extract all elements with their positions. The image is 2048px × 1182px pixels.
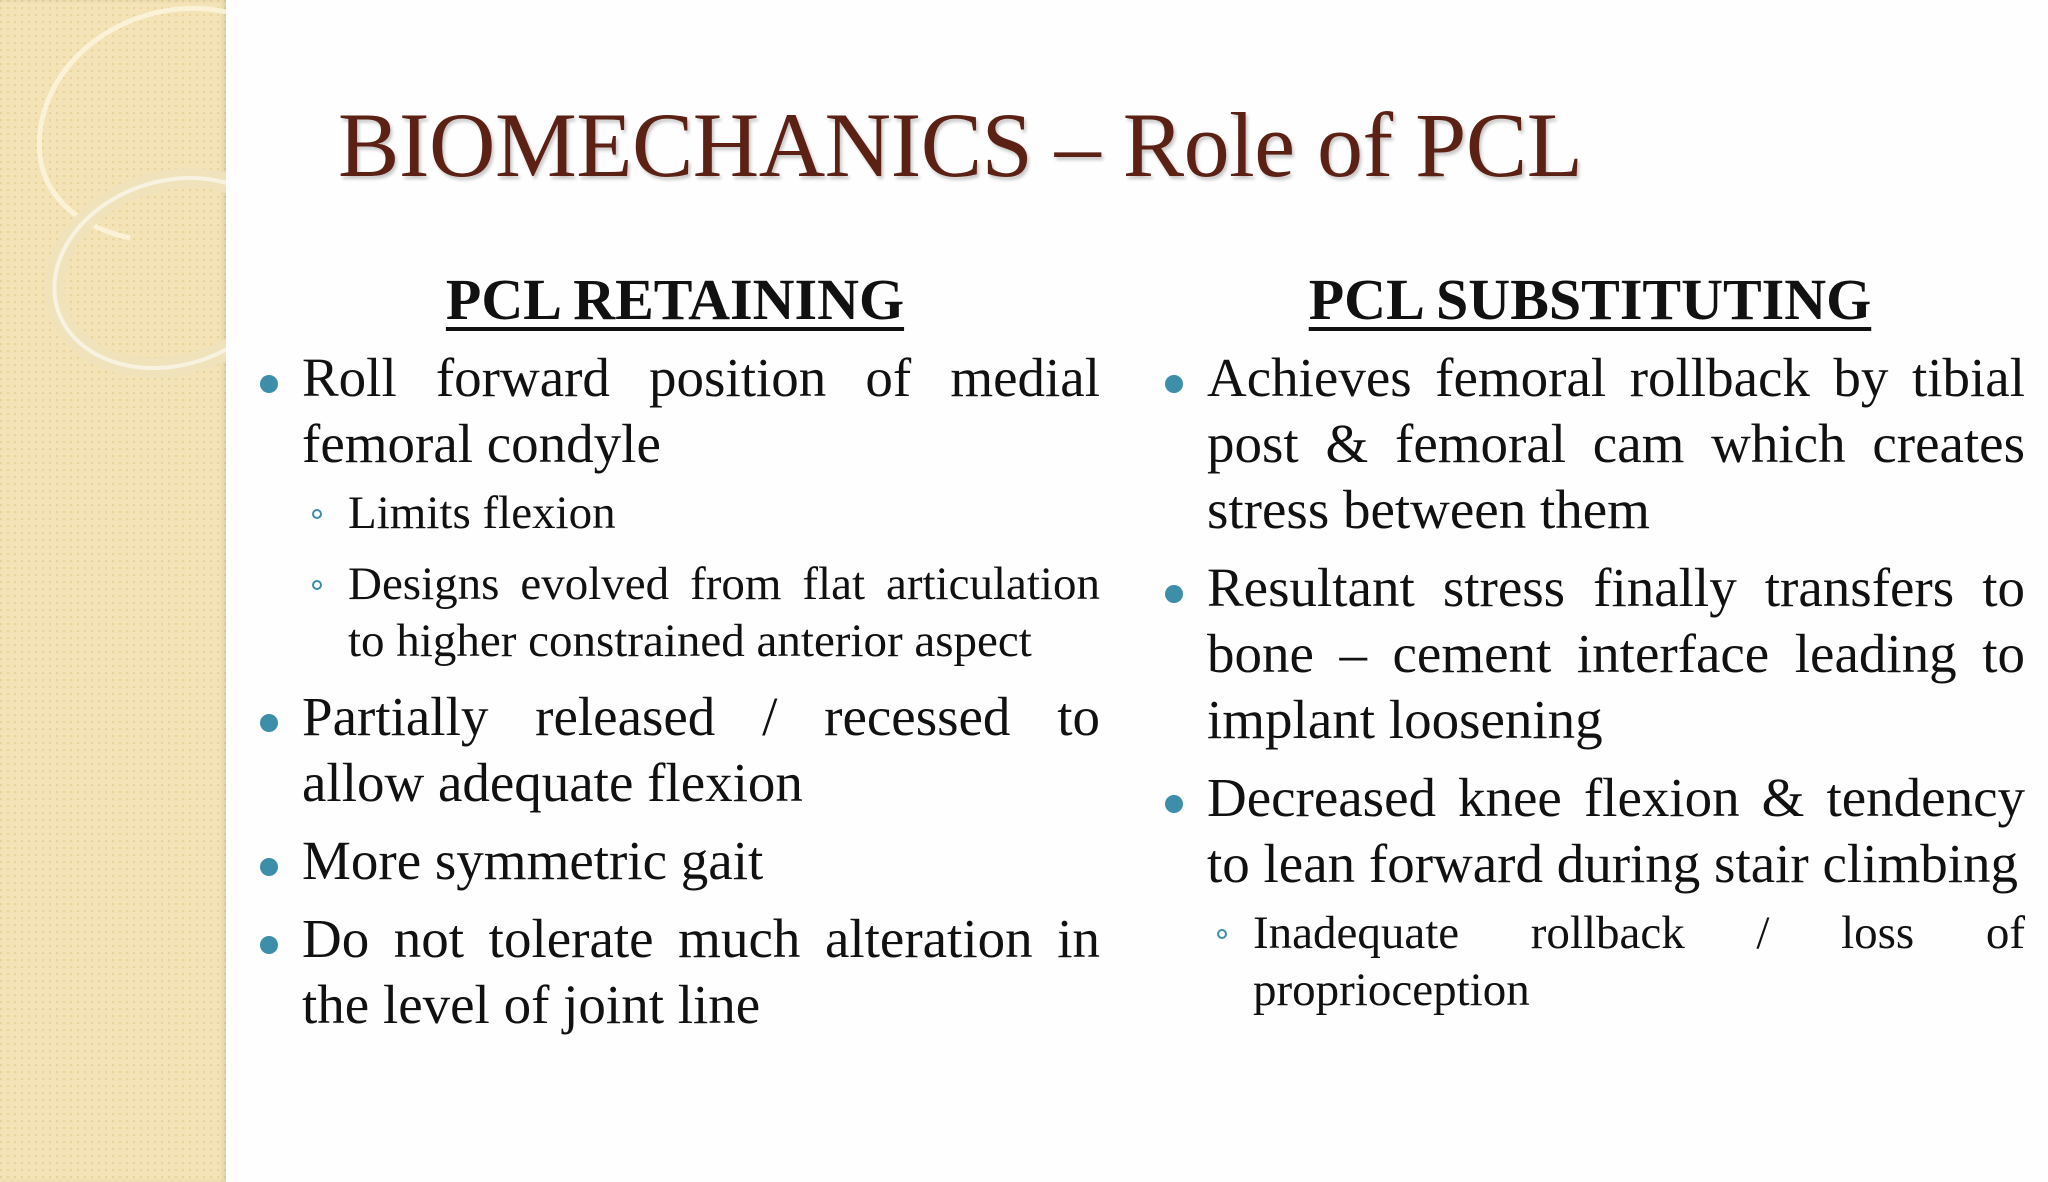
list-item: Partially released / recessed to allow a…: [250, 684, 1100, 816]
pcl-retaining-column: PCL RETAINING Roll forward position of m…: [250, 265, 1100, 1050]
decorative-side-band: [0, 0, 226, 1182]
list-item: Resultant stress finally transfers to bo…: [1155, 555, 2025, 753]
list-item: Decreased knee flexion & tendency to lea…: [1155, 765, 2025, 1019]
pcl-retaining-heading: PCL RETAINING: [445, 267, 905, 332]
sub-list-item: Designs evolved from flat articulation t…: [302, 556, 1100, 670]
list-item: Roll forward position of medial femoral …: [250, 345, 1100, 670]
list-item-text: Do not tolerate much alteration in the l…: [302, 908, 1100, 1035]
list-item-text: Roll forward position of medial femoral …: [302, 347, 1100, 474]
list-item-text: Achieves femoral rollback by tibial post…: [1207, 347, 2025, 540]
sub-bullet-icon: [312, 580, 322, 590]
sub-list-item: Limits flexion: [302, 485, 1100, 542]
list-item-text: Resultant stress finally transfers to bo…: [1207, 557, 2025, 750]
bullet-icon: [1165, 585, 1183, 603]
sub-list: Inadequate rollback / loss of propriocep…: [1207, 905, 2025, 1019]
bullet-icon: [1165, 375, 1183, 393]
sub-bullet-icon: [1217, 929, 1227, 939]
decorative-rings-graphic: [36, 6, 226, 379]
list-item-text: Decreased knee flexion & tendency to lea…: [1207, 767, 2025, 894]
bullet-icon: [260, 375, 278, 393]
list-item: Do not tolerate much alteration in the l…: [250, 906, 1100, 1038]
sub-bullet-icon: [312, 509, 322, 519]
sub-list-item: Inadequate rollback / loss of propriocep…: [1207, 905, 2025, 1019]
bullet-icon: [260, 858, 278, 876]
bullet-icon: [1165, 795, 1183, 813]
list-item-text: More symmetric gait: [302, 830, 764, 891]
pcl-retaining-list: Roll forward position of medial femoral …: [250, 345, 1100, 1038]
sub-list-item-text: Inadequate rollback / loss of propriocep…: [1253, 907, 2025, 1016]
pcl-substituting-heading: PCL SUBSTITUTING: [1308, 267, 1872, 332]
pcl-substituting-list: Achieves femoral rollback by tibial post…: [1155, 345, 2025, 1019]
bullet-icon: [260, 936, 278, 954]
pcl-substituting-column: PCL SUBSTITUTING Achieves femoral rollba…: [1155, 265, 2025, 1033]
list-item: Achieves femoral rollback by tibial post…: [1155, 345, 2025, 543]
list-item-text: Partially released / recessed to allow a…: [302, 686, 1100, 813]
list-item: More symmetric gait: [250, 828, 1100, 894]
sub-list-item-text: Designs evolved from flat articulation t…: [348, 558, 1100, 667]
sub-list: Limits flexion Designs evolved from flat…: [302, 485, 1100, 670]
bullet-icon: [260, 714, 278, 732]
slide-title: BIOMECHANICS – Role of PCL: [338, 94, 1583, 196]
sub-list-item-text: Limits flexion: [348, 487, 616, 539]
